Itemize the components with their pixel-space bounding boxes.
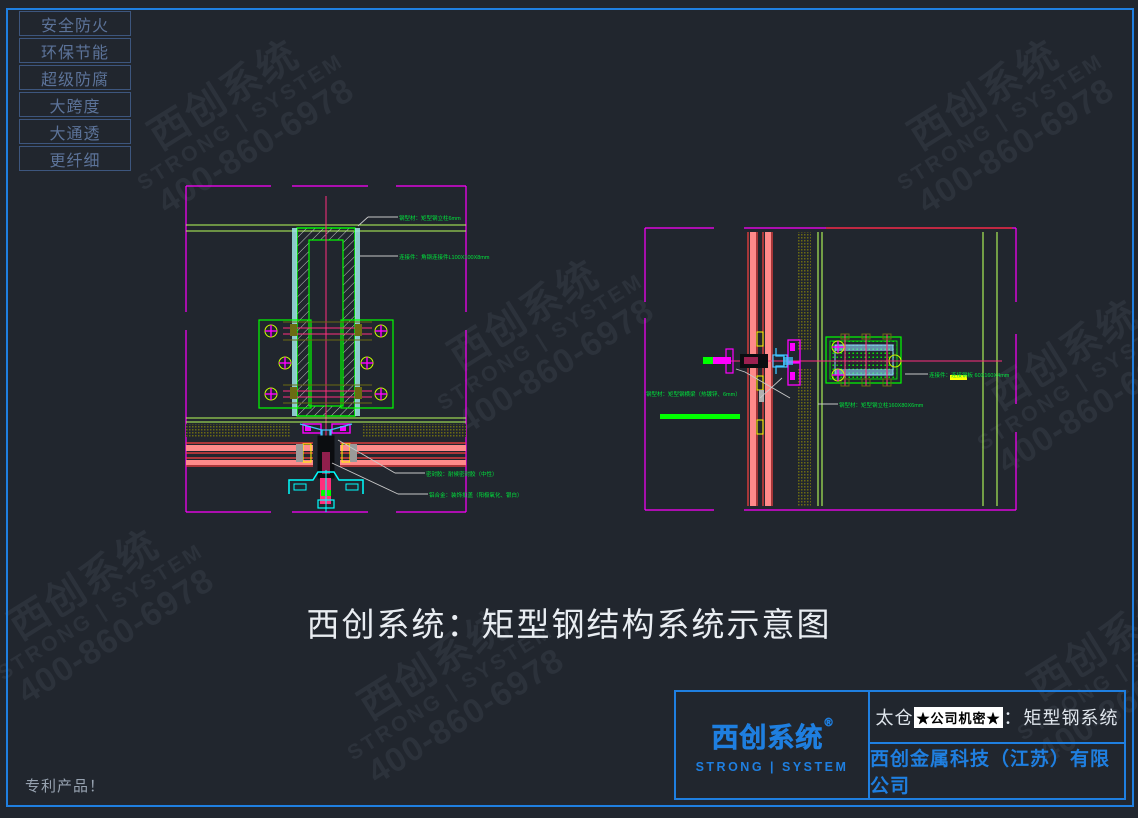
registered-trademark-icon: ®	[824, 717, 834, 730]
feature-item-4[interactable]: 大通透	[19, 119, 131, 144]
annotations-right: 钢型材：矩型钢横梁（热镀锌、6mm） 连接件：连接钢板 60X160X4mm 钢…	[646, 371, 1010, 409]
boundary-lines-left	[185, 185, 467, 513]
mullion-cap-detail-right	[703, 331, 801, 435]
feature-list: 安全防火 环保节能 超级防腐 大跨度 大通透 更纤细	[19, 11, 131, 173]
page-title: 西创系统：矩型钢结构系统示意图	[306, 608, 832, 644]
glass-panes-left	[186, 442, 466, 467]
title-block: 西创系统® STRONG | SYSTEM 太仓★公司机密★：矩型钢系统 西创金…	[674, 690, 1126, 800]
patent-note: 专利产品！	[25, 778, 106, 795]
right-annotation-0: 钢型材：矩型钢横梁（热镀锌、6mm）	[646, 390, 741, 398]
feature-label: 安全防火	[40, 17, 109, 35]
left-annotation-2: 密封胶：耐候密封胶（中性）	[426, 470, 498, 478]
feature-item-3[interactable]: 大跨度	[19, 92, 131, 117]
logo-name: 西创系统	[711, 723, 824, 754]
feature-label: 大通透	[49, 125, 101, 143]
feature-label: 环保节能	[40, 44, 109, 62]
highlight-bar-right	[660, 414, 740, 419]
leader-lines-right	[735, 368, 928, 405]
feature-item-0[interactable]: 安全防火	[19, 11, 131, 36]
feature-label: 更纤细	[49, 152, 101, 170]
right-annotation-1: 连接件：连接钢板 60X160X4mm	[929, 371, 1010, 379]
project-name: 矩型钢系统	[1023, 708, 1119, 728]
lower-assembly-left	[186, 417, 466, 512]
left-annotation-3: 铝合金：装饰扣盖（阳极氧化、银白）	[429, 491, 523, 499]
project-separator: ：	[1003, 708, 1023, 728]
feature-item-2[interactable]: 超级防腐	[19, 65, 131, 90]
annotations-left: 钢型材：矩型钢立柱6mm 连接件：角钢连接件L100X100X8mm 密封胶：耐…	[399, 214, 523, 499]
sealant-band-lower-right	[797, 368, 811, 506]
right-section-drawing: 钢型材：矩型钢横梁（热镀锌、6mm） 连接件：连接钢板 60X160X4mm 钢…	[644, 227, 1017, 511]
confidential-badge: ★公司机密★	[914, 706, 1003, 728]
feature-label: 超级防腐	[40, 71, 109, 89]
boundary-lines-right	[644, 227, 1017, 511]
sealant-band-upper-right	[797, 232, 811, 350]
left-annotation-0: 钢型材：矩型钢立柱6mm	[399, 214, 461, 222]
feature-label: 大跨度	[49, 98, 101, 116]
logo-text: 西创系统®	[711, 716, 834, 755]
dimension-marker-right	[950, 375, 967, 380]
leader-lines-left	[331, 216, 428, 495]
logo-subtitle: STRONG | SYSTEM	[695, 760, 849, 774]
title-block-right: 太仓★公司机密★：矩型钢系统 西创金属科技（江苏）有限公司	[870, 692, 1124, 798]
company-name: 西创金属科技（江苏）有限公司	[870, 749, 1111, 797]
beam-connection-detail-right	[726, 333, 1002, 387]
left-section-drawing: 钢型材：矩型钢立柱6mm 连接件：角钢连接件L100X100X8mm 密封胶：耐…	[185, 185, 523, 513]
bolt-connection-plates-left	[258, 319, 394, 409]
left-annotation-1: 连接件：角钢连接件L100X100X8mm	[399, 253, 490, 261]
feature-item-1[interactable]: 环保节能	[19, 38, 131, 63]
right-annotation-2: 钢型材：矩型钢立柱160X80X6mm	[839, 401, 924, 409]
project-row: 太仓★公司机密★：矩型钢系统	[870, 692, 1124, 744]
feature-item-5[interactable]: 更纤细	[19, 146, 131, 171]
glass-panes-right	[747, 232, 773, 506]
project-prefix: 太仓	[875, 708, 914, 728]
company-logo: 西创系统® STRONG | SYSTEM	[676, 692, 870, 798]
